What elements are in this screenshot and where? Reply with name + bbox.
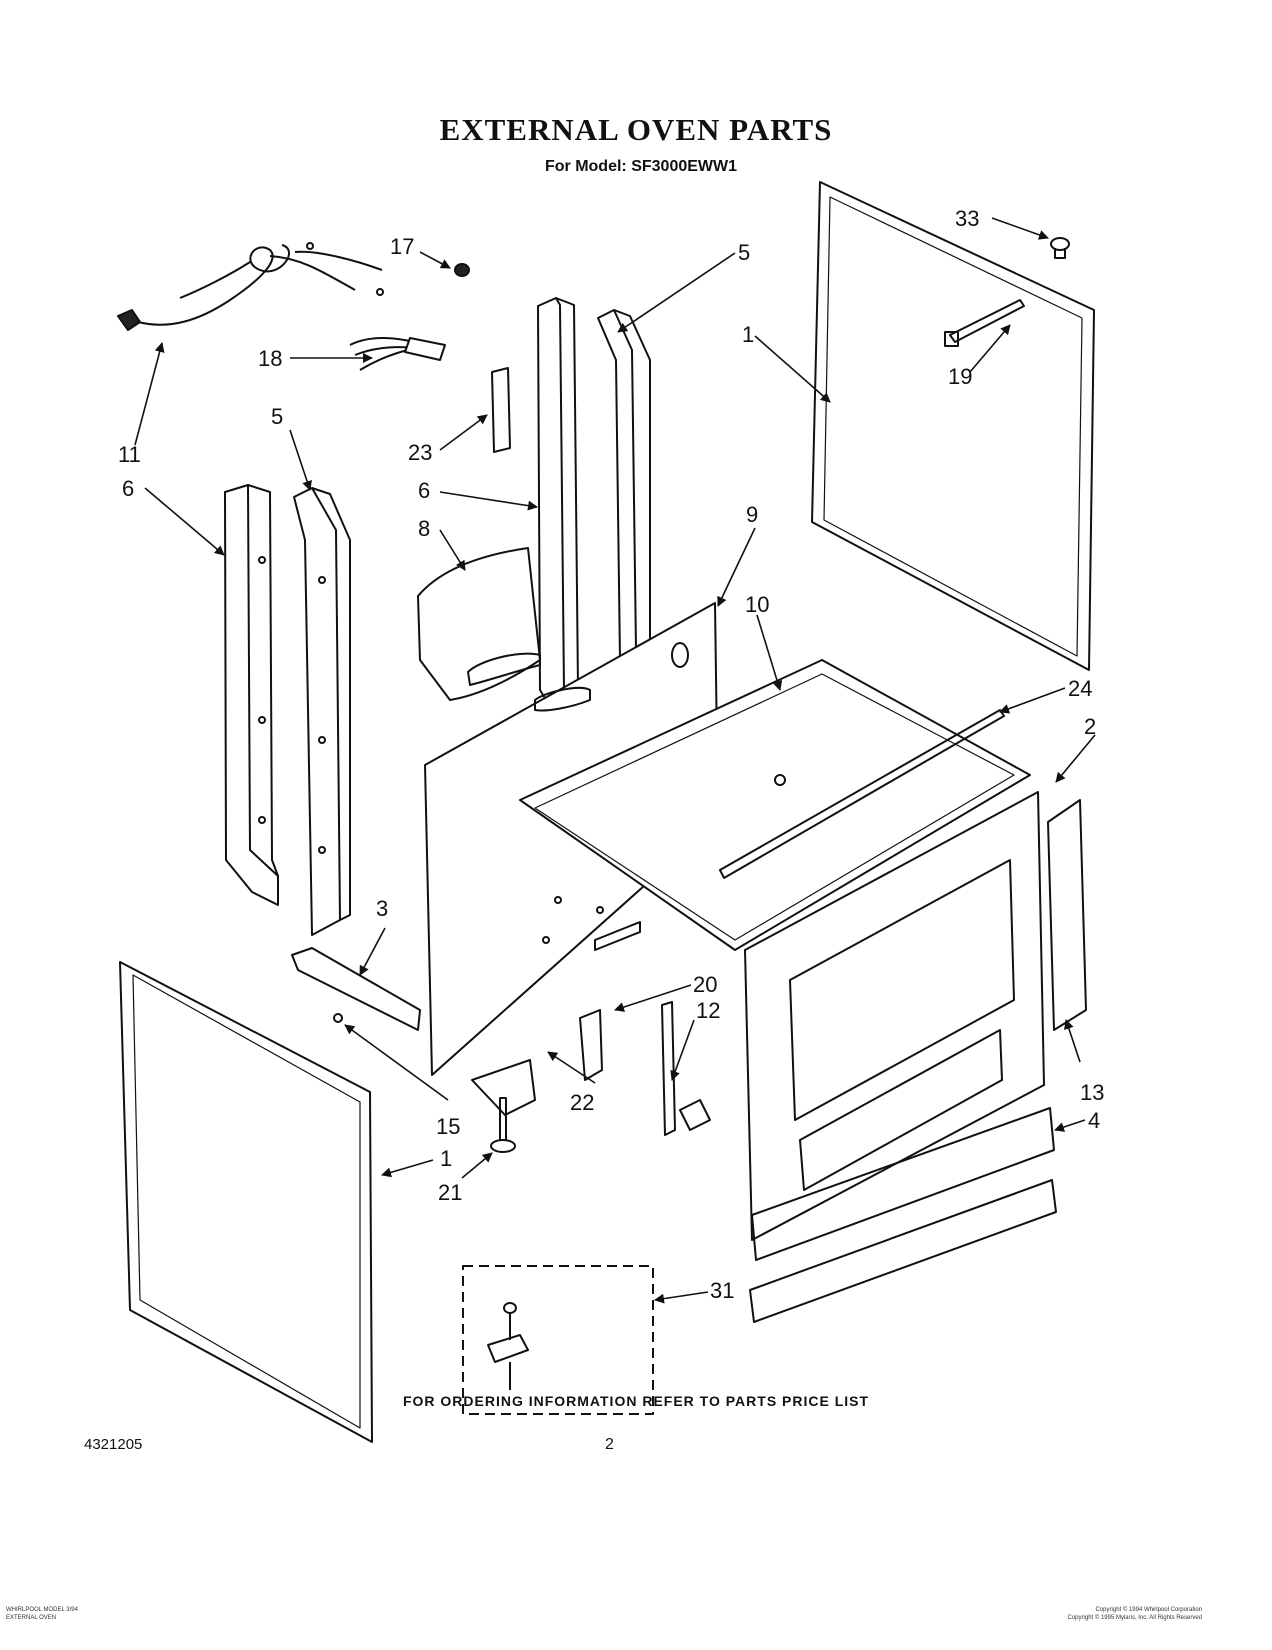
- kit-31-box: [462, 1265, 654, 1415]
- screw-33-part: [1050, 237, 1070, 259]
- callout-12: 12: [696, 998, 720, 1023]
- side-panel-left-part: [119, 961, 373, 1443]
- callout-24: 24: [1068, 676, 1092, 701]
- callout-23: 23: [408, 440, 432, 465]
- top-panel-10-part: [519, 659, 1031, 951]
- callout-19: 19: [948, 364, 972, 389]
- callout-4: 4: [1088, 1108, 1100, 1133]
- callout-20: 20: [693, 972, 717, 997]
- callout-1-left: 1: [440, 1146, 452, 1171]
- front-frame-2-part: [744, 791, 1045, 1241]
- kick-plate-4-part: [751, 1107, 1055, 1261]
- model-subtitle: For Model: SF3000EWW1: [544, 158, 738, 175]
- side-strip-13-part: [1047, 799, 1087, 1031]
- callout-5-left: 5: [271, 404, 283, 429]
- strip-24-part: [719, 709, 1005, 879]
- bracket-19-part: [944, 299, 1025, 347]
- small-print-left: WHIRLPOOL MODEL 3/94 EXTERNAL OVEN: [6, 1607, 78, 1621]
- page-number: 2: [605, 1436, 614, 1453]
- callout-6-left: 6: [122, 476, 134, 501]
- callout-15: 15: [436, 1114, 460, 1139]
- brackets-12-20-22-part: [471, 1001, 711, 1136]
- strip-23-part: [491, 367, 511, 453]
- callout-10: 10: [745, 592, 769, 617]
- screw-15-part: [333, 1013, 343, 1023]
- bracket-3-part: [291, 947, 421, 1031]
- callout-21: 21: [438, 1180, 462, 1205]
- callout-13: 13: [1080, 1080, 1104, 1105]
- power-cord-part: [117, 242, 384, 331]
- small-print-right: Copyright © 1994 Whirlpool Corporation C…: [1067, 1607, 1202, 1621]
- callout-9: 9: [746, 502, 758, 527]
- callout-8: 8: [418, 516, 430, 541]
- callout-17: 17: [390, 234, 414, 259]
- anti-tip-bracket-31-part: [487, 1302, 529, 1390]
- callout-2: 2: [1084, 714, 1096, 739]
- left-side-rails-part: [224, 484, 351, 936]
- callout-31: 31: [710, 1278, 734, 1303]
- callout-5-center: 5: [738, 240, 750, 265]
- wire-harness-part: [349, 337, 446, 371]
- plug-17-part: [454, 263, 470, 277]
- callout-11: 11: [118, 442, 141, 467]
- center-side-rails-part: [537, 297, 651, 701]
- callout-6-center: 6: [418, 478, 430, 503]
- side-panel-right-part: [811, 181, 1095, 671]
- vent-duct-8-part: [417, 547, 541, 701]
- callout-22: 22: [570, 1090, 594, 1115]
- document-part-number: 4321205: [84, 1436, 143, 1453]
- callout-labels: 33 17 5 1 18 19 11 5 23 6 6 8 9 10 24 2 …: [118, 206, 1104, 1303]
- callout-3: 3: [376, 896, 388, 921]
- callout-33: 33: [955, 206, 979, 231]
- callout-18: 18: [258, 346, 282, 371]
- page-title: EXTERNAL OVEN PARTS: [439, 112, 833, 147]
- callout-1-right: 1: [742, 322, 754, 347]
- ordering-note: FOR ORDERING INFORMATION REFER TO PARTS …: [402, 1393, 870, 1409]
- leveling-leg-21-part: [490, 1097, 516, 1153]
